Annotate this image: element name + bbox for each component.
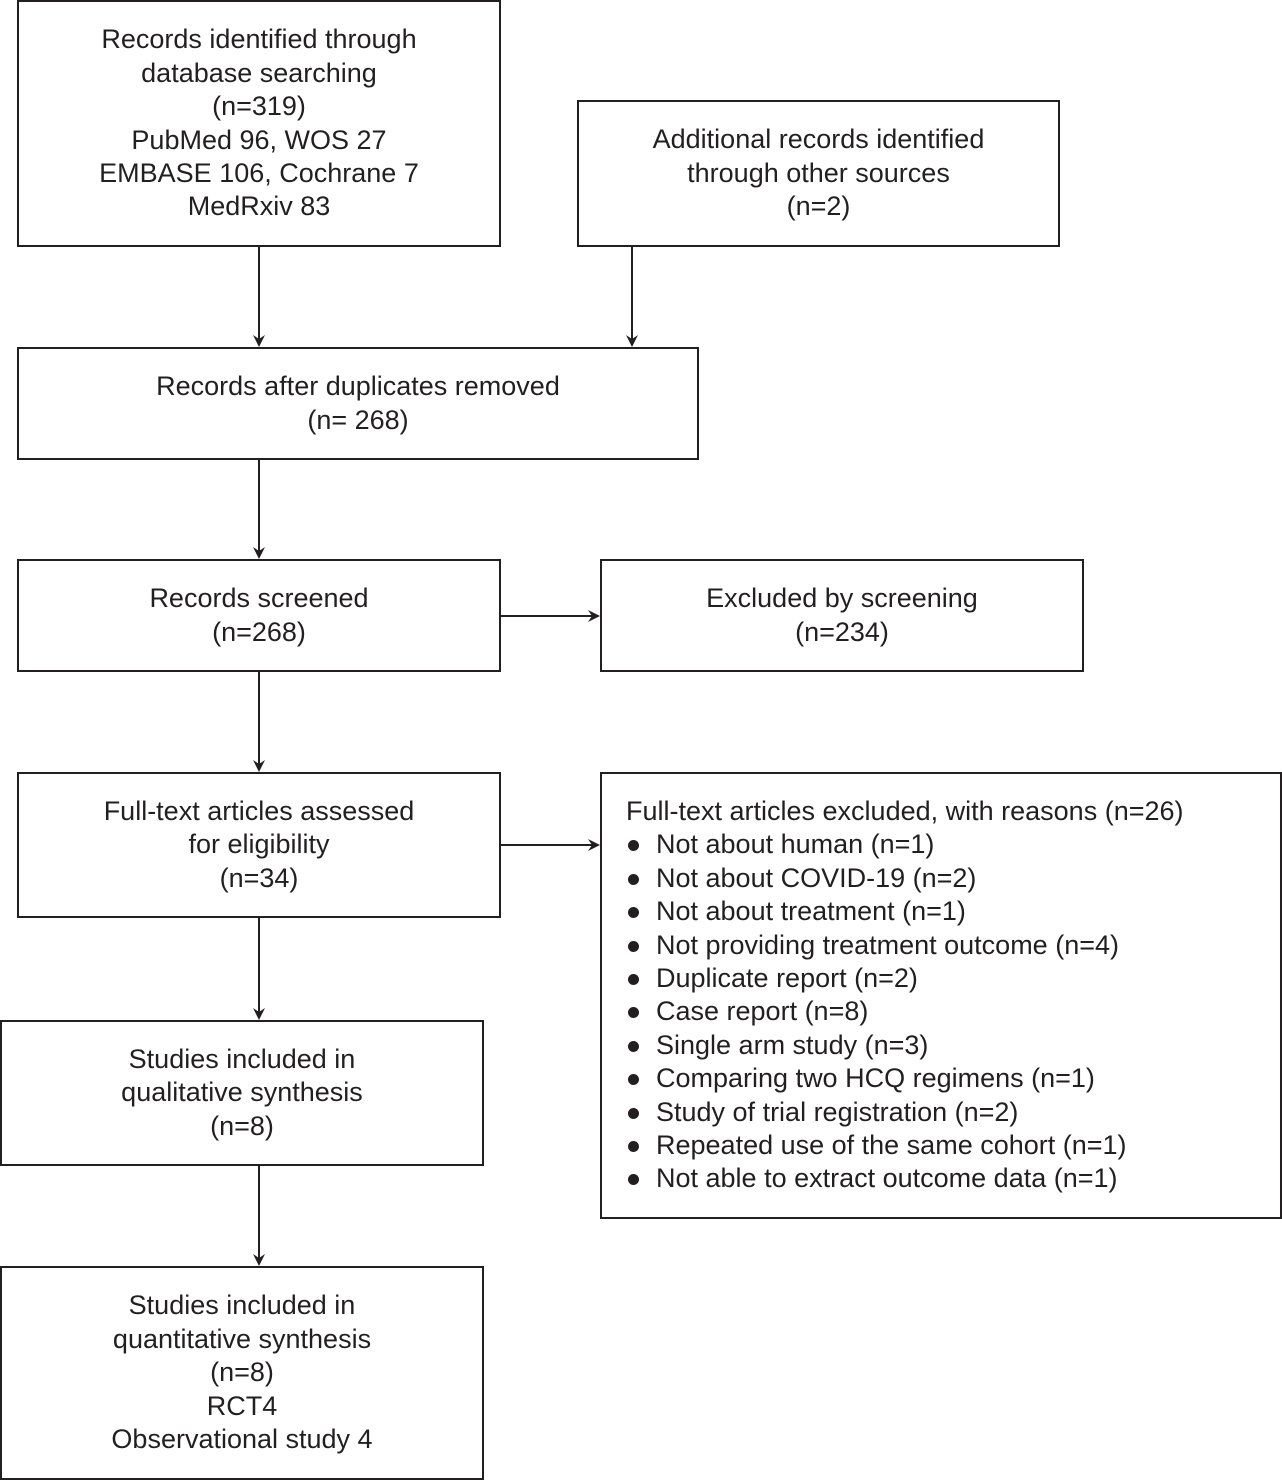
- exclusion-reason-item: Comparing two HCQ regimens (n=1): [626, 1062, 1280, 1095]
- exclusion-reason-item: Repeated use of the same cohort (n=1): [626, 1129, 1280, 1162]
- excluded-screening-line-1: Excluded by screening: [706, 583, 978, 614]
- quantitative-line-3: (n=8): [210, 1357, 274, 1388]
- identified-other-box: Additional records identified through ot…: [577, 100, 1060, 247]
- identified-db-line-5: EMBASE 106, Cochrane 7: [99, 157, 419, 188]
- exclusion-reason-item: Case report (n=8): [626, 995, 1280, 1028]
- quantitative-line-2: quantitative synthesis: [112, 1323, 372, 1354]
- fulltext-excluded-box: Full-text articles excluded, with reason…: [600, 772, 1282, 1219]
- fulltext-excluded-heading: Full-text articles excluded, with reason…: [626, 796, 1184, 826]
- qualitative-line-1: Studies included in: [128, 1043, 356, 1074]
- identified-db-line-2: database searching: [141, 57, 377, 88]
- identified-db-line-1: Records identified through: [101, 24, 417, 55]
- exclusion-reason-item: Not about COVID-19 (n=2): [626, 862, 1280, 895]
- qualitative-line-3: (n=8): [210, 1110, 274, 1141]
- exclusion-reasons-list: Not about human (n=1) Not about COVID-19…: [626, 828, 1280, 1195]
- identified-other-line-1: Additional records identified: [652, 124, 985, 155]
- qualitative-line-2: qualitative synthesis: [121, 1077, 363, 1108]
- identified-db-line-3: (n=319): [212, 91, 306, 122]
- excluded-screening-line-2: (n=234): [795, 616, 889, 647]
- fulltext-assessed-line-2: for eligibility: [188, 829, 330, 860]
- excluded-screening-box: Excluded by screening (n=234): [600, 559, 1084, 672]
- screened-line-2: (n=268): [212, 616, 306, 647]
- quantitative-synthesis-box: Studies included in quantitative synthes…: [0, 1266, 484, 1480]
- fulltext-assessed-line-3: (n=34): [219, 862, 299, 893]
- identified-db-line-4: PubMed 96, WOS 27: [131, 124, 387, 155]
- screened-box: Records screened (n=268): [17, 559, 501, 672]
- after-duplicates-line-1: Records after duplicates removed: [156, 371, 560, 402]
- screened-line-1: Records screened: [149, 583, 369, 614]
- exclusion-reason-item: Not able to extract outcome data (n=1): [626, 1162, 1280, 1195]
- fulltext-assessed-line-1: Full-text articles assessed: [103, 795, 415, 826]
- exclusion-reason-item: Duplicate report (n=2): [626, 962, 1280, 995]
- identified-other-line-2: through other sources: [687, 157, 950, 188]
- exclusion-reason-item: Single arm study (n=3): [626, 1029, 1280, 1062]
- identified-db-line-6: MedRxiv 83: [187, 191, 331, 222]
- after-duplicates-line-2: (n= 268): [307, 404, 409, 435]
- exclusion-reason-item: Not about human (n=1): [626, 828, 1280, 861]
- quantitative-line-4: RCT4: [206, 1390, 278, 1421]
- after-duplicates-box: Records after duplicates removed (n= 268…: [17, 347, 699, 460]
- exclusion-reason-item: Not about treatment (n=1): [626, 895, 1280, 928]
- quantitative-line-5: Observational study 4: [111, 1424, 373, 1455]
- exclusion-reason-item: Not providing treatment outcome (n=4): [626, 929, 1280, 962]
- identified-db-box: Records identified through database sear…: [17, 0, 501, 247]
- qualitative-synthesis-box: Studies included in qualitative synthesi…: [0, 1020, 484, 1166]
- exclusion-reason-item: Study of trial registration (n=2): [626, 1096, 1280, 1129]
- fulltext-assessed-box: Full-text articles assessed for eligibil…: [17, 772, 501, 918]
- identified-other-line-3: (n=2): [786, 191, 851, 222]
- quantitative-line-1: Studies included in: [128, 1290, 356, 1321]
